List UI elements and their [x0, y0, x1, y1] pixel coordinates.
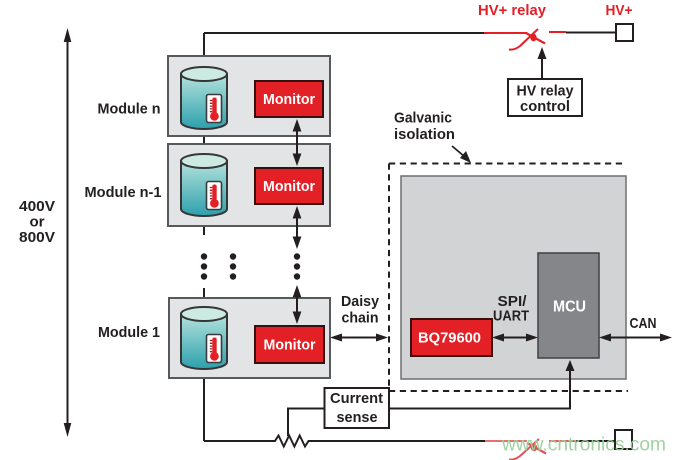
svg-text:sense: sense — [337, 409, 378, 426]
svg-text:Galvanic: Galvanic — [394, 110, 452, 127]
svg-text:HV+: HV+ — [606, 2, 633, 19]
svg-text:BQ79600: BQ79600 — [418, 331, 481, 347]
svg-text:control: control — [520, 98, 570, 115]
svg-text:Monitor: Monitor — [263, 178, 315, 195]
svg-text:HV relay: HV relay — [517, 83, 575, 100]
svg-text:CAN: CAN — [630, 315, 657, 332]
svg-text:SPI/: SPI/ — [498, 293, 528, 310]
svg-text:Module n-1: Module n-1 — [85, 184, 162, 201]
svg-text:400V: 400V — [19, 198, 55, 215]
svg-text:Module 1: Module 1 — [98, 324, 160, 341]
svg-text:Monitor: Monitor — [264, 337, 316, 354]
svg-text:Daisy: Daisy — [341, 293, 380, 310]
svg-text:Monitor: Monitor — [263, 91, 315, 108]
svg-text:Module n: Module n — [98, 101, 161, 118]
svg-text:isolation: isolation — [394, 126, 455, 143]
svg-text:Current: Current — [330, 390, 383, 407]
svg-text:UART: UART — [493, 308, 529, 325]
svg-text:www.cntronics.com: www.cntronics.com — [501, 435, 666, 456]
svg-text:chain: chain — [342, 310, 379, 327]
svg-text:800V: 800V — [19, 229, 55, 246]
svg-text:HV+ relay: HV+ relay — [478, 2, 547, 19]
svg-text:MCU: MCU — [553, 299, 586, 316]
svg-text:or: or — [30, 214, 45, 231]
